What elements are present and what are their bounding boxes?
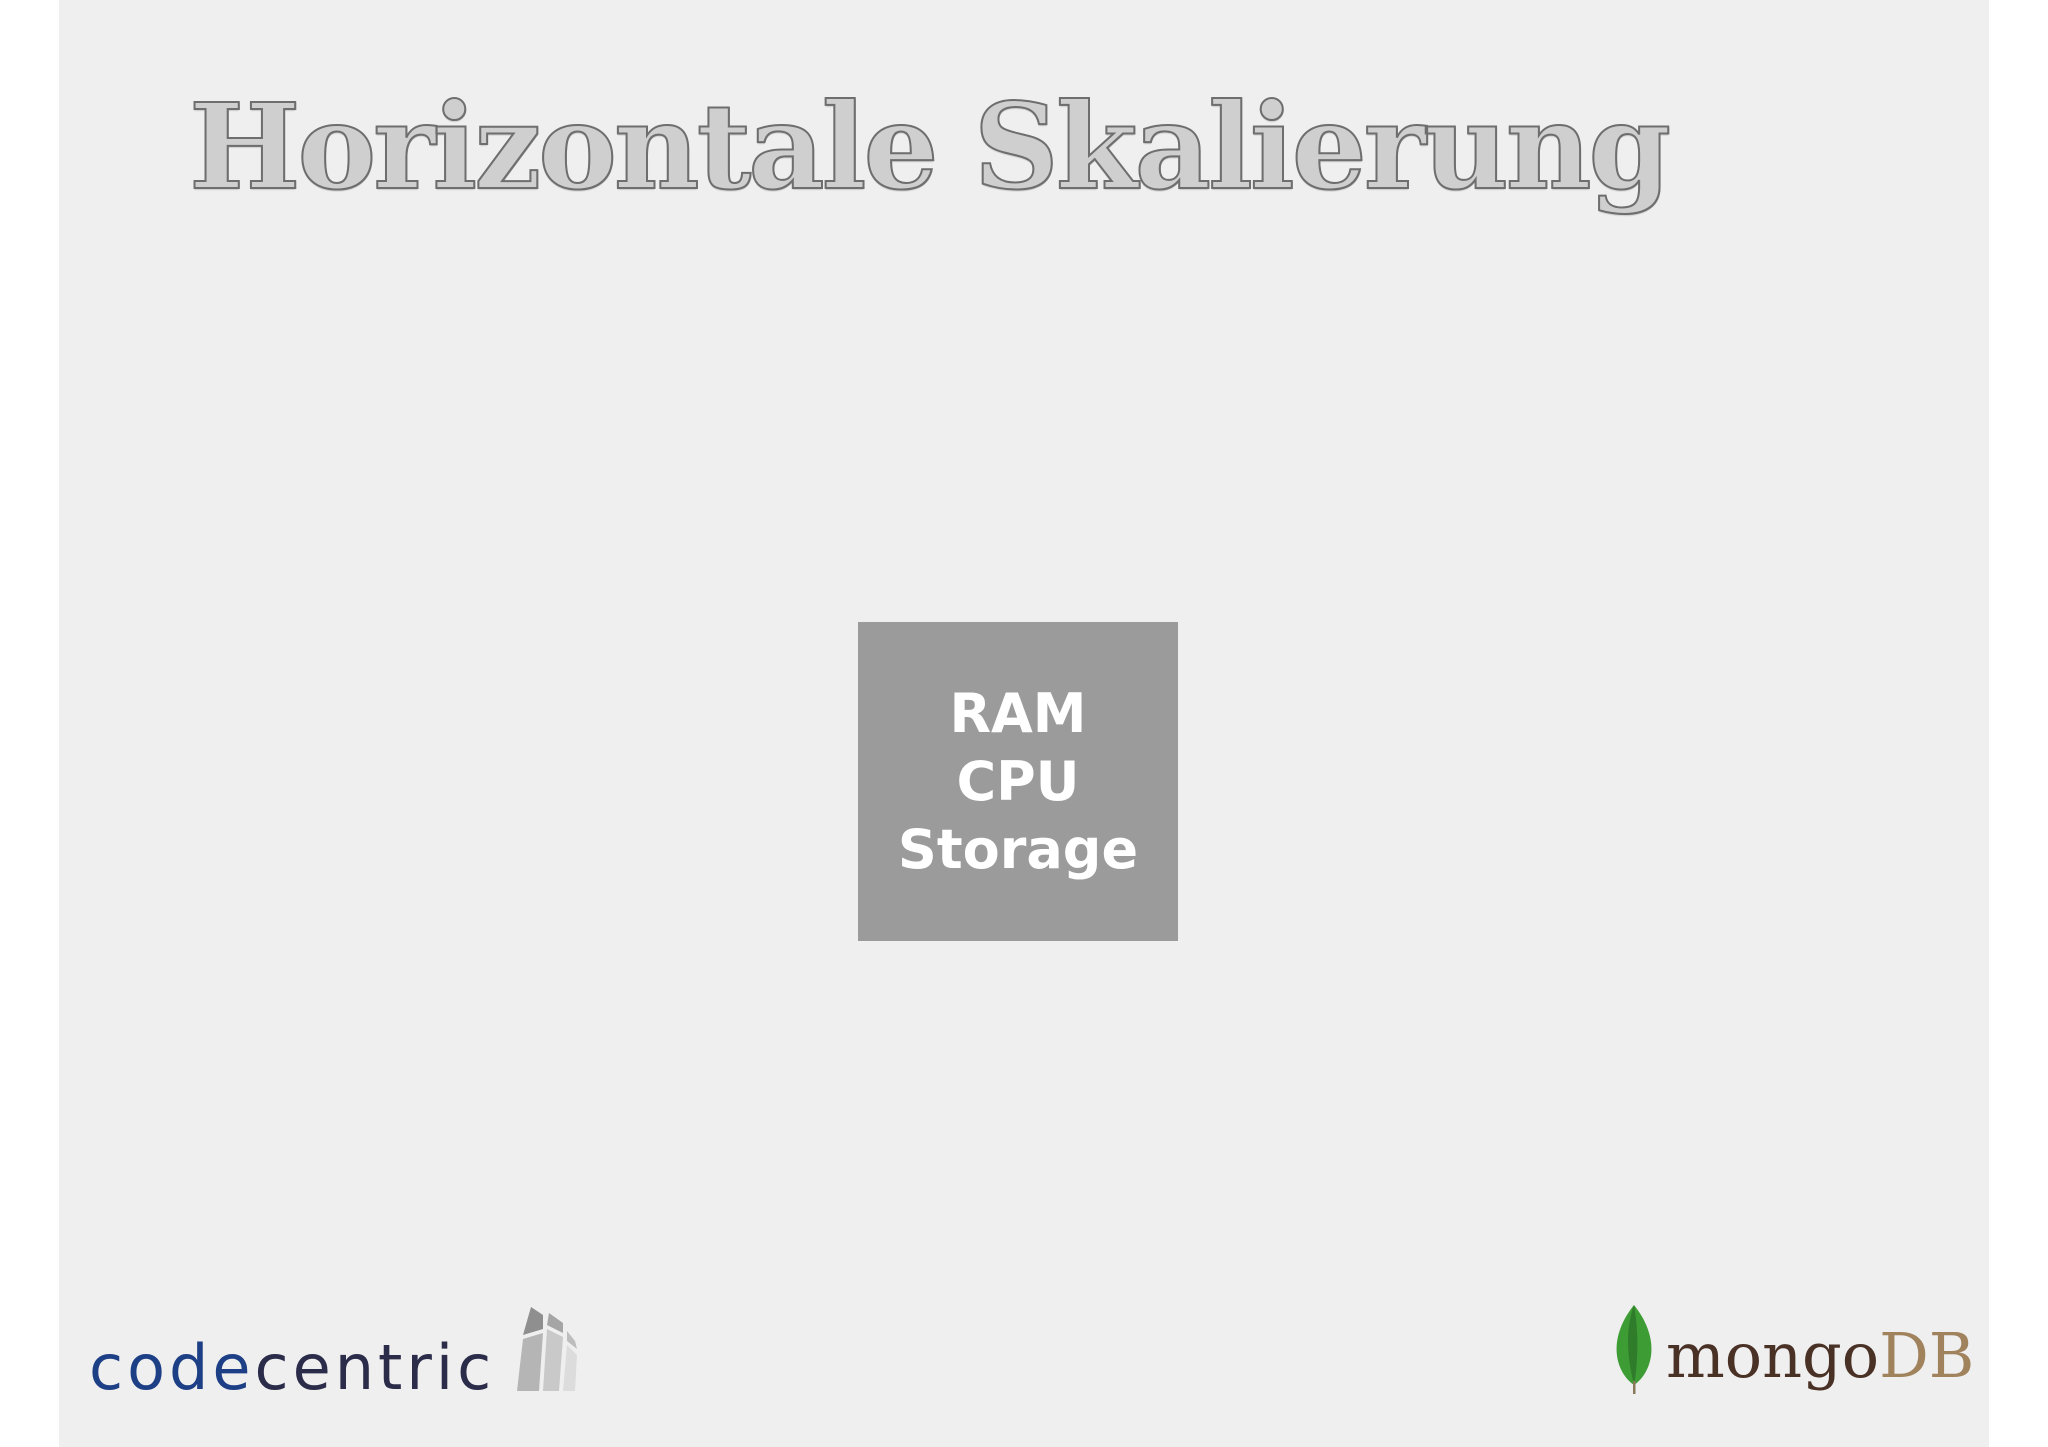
server-ram-label: RAM [949, 681, 1087, 745]
slide: Horizontale Skalierung RAM CPU Storage c… [59, 0, 1989, 1447]
server-storage-label: Storage [897, 817, 1139, 881]
codecentric-logo: codecentric [89, 1305, 579, 1399]
codecentric-mark-icon [517, 1307, 578, 1391]
mongodb-wordmark: mongoDB [1666, 1319, 1975, 1392]
codecentric-wordmark: codecentric [89, 1331, 496, 1404]
server-cpu-label: CPU [956, 749, 1080, 813]
mongodb-logo: mongoDB [1612, 1303, 1974, 1395]
slide-title: Horizontale Skalierung [188, 77, 1672, 216]
server-box: RAM CPU Storage [858, 622, 1178, 941]
mongodb-leaf-icon [1616, 1305, 1652, 1394]
